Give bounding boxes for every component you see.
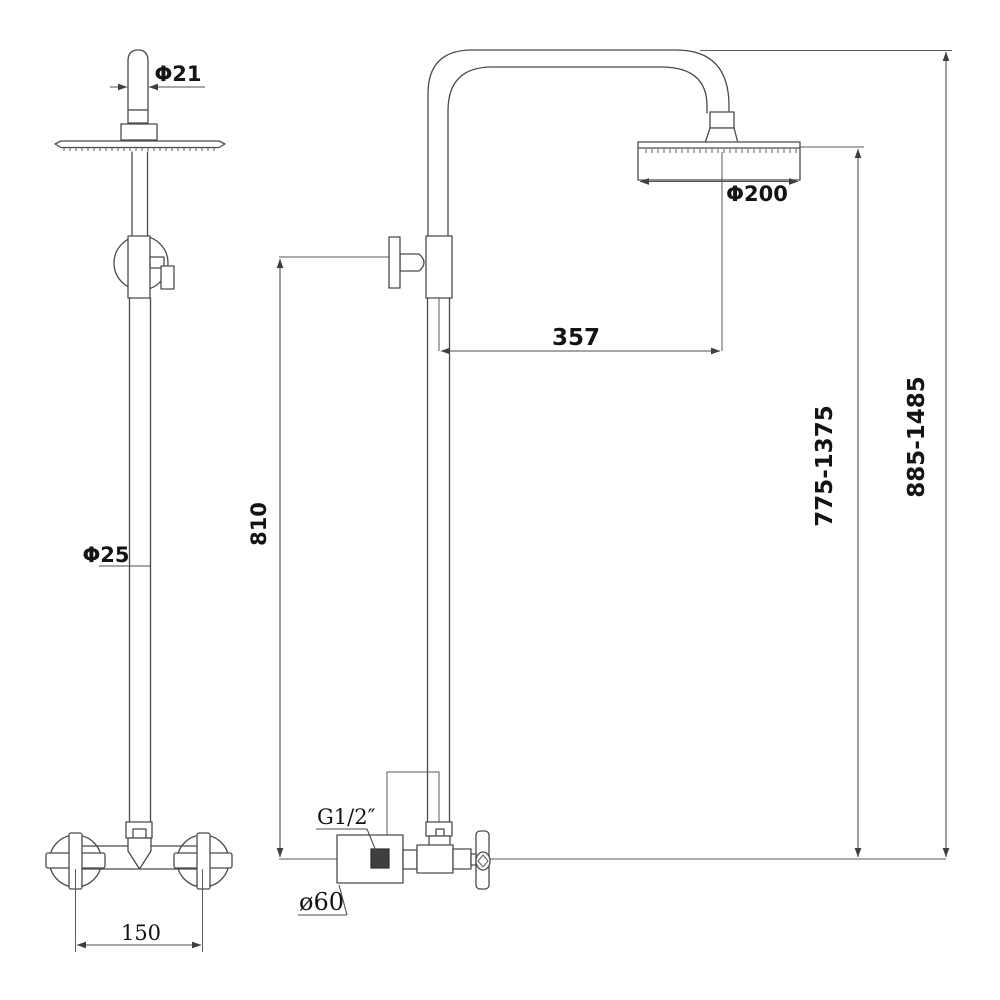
phi200-label: Φ200 (726, 182, 788, 206)
handshower-collar (120, 123, 158, 141)
phi60-leader (338, 884, 348, 916)
phi21-label: Φ21 (154, 62, 201, 86)
handshower-pipe (127, 49, 149, 111)
bracket-flange (388, 236, 401, 289)
mixer-connector-tab (132, 828, 147, 839)
slider-sleeve (127, 235, 151, 299)
wall-escutcheon (336, 834, 404, 884)
cross-handle-hub (475, 851, 491, 871)
thread-leader (366, 828, 377, 852)
bracket-arm (399, 253, 425, 272)
range-head-label: 775-1375 (812, 405, 838, 527)
mixer-spout (127, 837, 152, 870)
supply-elbow-outline (386, 771, 440, 835)
dim150-label: 150 (121, 921, 161, 945)
valve-body (416, 844, 454, 874)
slider-handle-tab (160, 265, 175, 290)
phi60-label: ø60 (299, 888, 344, 916)
head-connector-nut (709, 111, 735, 129)
head-disc-edge (54, 140, 226, 149)
valve-left-block (402, 849, 418, 870)
slider-handle-arm (149, 256, 165, 269)
dim810-label: 810 (247, 502, 271, 546)
gooseneck-outer (427, 49, 730, 238)
gooseneck-inner (447, 66, 708, 238)
valve-collar-notch (435, 828, 445, 837)
right-handle-vbar (196, 832, 211, 890)
valve-right-block (452, 848, 472, 870)
riser-sleeve (425, 235, 453, 299)
phi25-label: Φ25 (82, 543, 129, 567)
cross-handle-hub-mark (477, 854, 489, 868)
thread-label: G1/2″ (317, 805, 376, 829)
front-view: Φ21 Φ25 150 (45, 49, 233, 952)
side-view: Φ200 357 G1/2″ ø60 (247, 49, 952, 916)
dim357-label: 357 (552, 325, 600, 351)
handshower-nut (127, 109, 149, 124)
range-total-label: 885-1485 (904, 376, 930, 498)
shower-head-nozzles (645, 149, 797, 153)
head-disc-nozzles (63, 147, 215, 151)
head-connector-cone (704, 127, 739, 144)
shower-head-plate (637, 141, 801, 149)
g-half-port (370, 848, 390, 869)
shower-head-body (637, 147, 801, 181)
